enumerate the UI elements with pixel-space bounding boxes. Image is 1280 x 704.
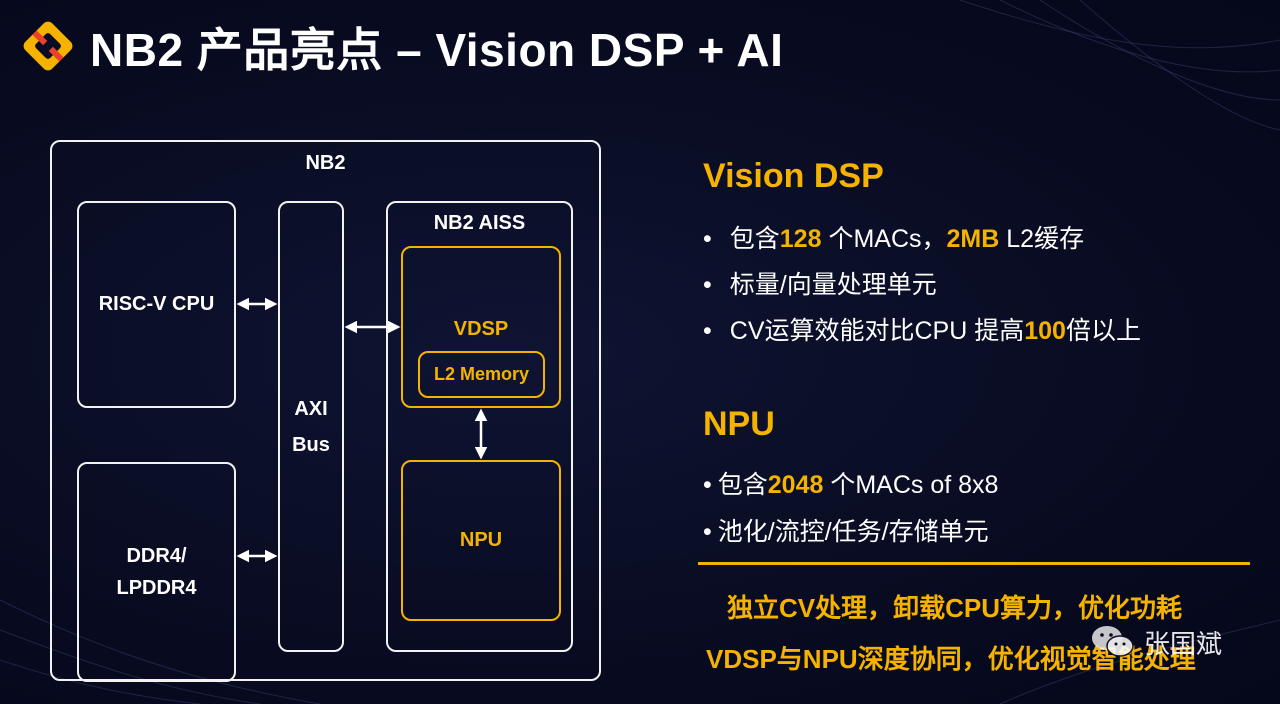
npu-bullet-2: •池化/流控/任务/存储单元 [703, 518, 989, 546]
page-title: NB2 产品亮点 – Vision DSP + AI [90, 24, 784, 76]
npu-title: NPU [703, 405, 775, 443]
watermark-text: 张国斌 [1144, 628, 1223, 659]
risc-v-cpu-label: RISC-V CPU [98, 293, 215, 315]
risc-v-cpu-box: RISC-V CPU [77, 201, 236, 408]
watermark: 张国斌 [1090, 622, 1222, 662]
nb2-aiss-label: NB2 AISS [433, 212, 526, 234]
ddr-label-line2: LPDDR4 [116, 577, 197, 599]
vdsp-label: VDSP [453, 318, 509, 340]
conclusion-line-1: 独立CV处理，卸载CPU算力，优化功耗 [727, 593, 1183, 623]
ddr-box: DDR4/ LPDDR4 [77, 462, 236, 682]
nb2-aiss-box [386, 201, 573, 652]
axi-bus-label-line2: Bus [292, 433, 330, 456]
npu-box-label: NPU [459, 529, 503, 551]
vision-dsp-bullet-3: •CV运算效能对比CPU 提高100倍以上 [703, 317, 1141, 345]
vision-dsp-bullet-1: •包含128 个MACs，2MB L2缓存 [703, 225, 1085, 253]
vdsp-box [401, 246, 561, 408]
wechat-icon [1092, 626, 1134, 657]
section-divider [698, 562, 1250, 565]
nb2-label: NB2 [305, 152, 346, 174]
l2-memory-box: L2 Memory [418, 351, 545, 398]
ddr-label-line1: DDR4/ [126, 545, 187, 567]
nb2-outer-box [50, 140, 601, 681]
brand-logo-icon [23, 21, 73, 71]
vision-dsp-bullet-2: •标量/向量处理单元 [703, 271, 937, 299]
axi-bus-box: AXI Bus [278, 201, 344, 652]
npu-box: NPU [401, 460, 561, 621]
l2-memory-label: L2 Memory [433, 364, 530, 384]
vision-dsp-title: Vision DSP [703, 157, 884, 195]
npu-bullet-1: •包含2048 个MACs of 8x8 [703, 471, 999, 499]
axi-bus-label-line1: AXI [294, 397, 328, 420]
